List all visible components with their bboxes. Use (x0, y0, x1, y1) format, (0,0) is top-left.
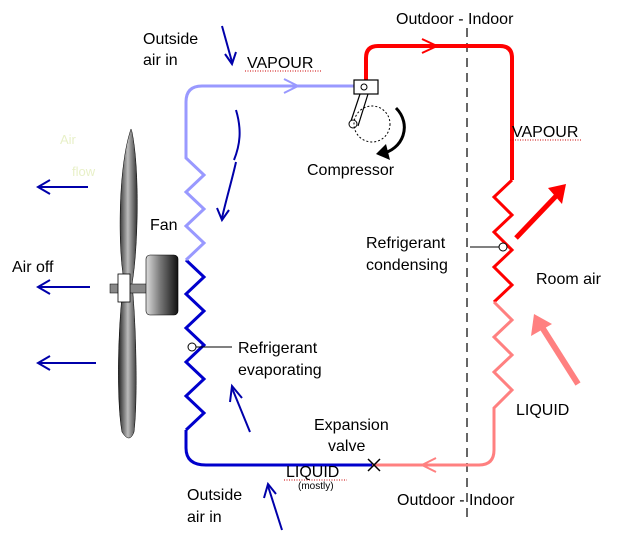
air-off-arrows (36, 179, 96, 371)
evaporator-coil-lower (183, 258, 207, 432)
refrigerant-condensing-label-1: Refrigerant (366, 235, 446, 252)
condenser-coil-upper (491, 178, 515, 304)
condensing-pointer (470, 242, 508, 252)
vapour-flow-arrow (283, 78, 301, 94)
outside-air-in-bottom-label-2: air in (187, 509, 222, 526)
outside-air-in-arrows (216, 25, 283, 531)
liquid-right-label: LIQUID (516, 402, 569, 419)
room-air-label: Room air (536, 271, 602, 288)
expansion-valve-icon (367, 458, 381, 472)
fan-icon (109, 128, 179, 439)
fan-label: Fan (150, 217, 178, 234)
expansion-valve-label-2: valve (328, 438, 365, 455)
refrigerant-condensing-label-2: condensing (366, 257, 448, 274)
condenser-coil-lower (372, 300, 515, 467)
outdoor-indoor-bottom-label: Outdoor - Indoor (397, 492, 515, 509)
outside-air-in-bottom-label-1: Outside (187, 487, 242, 504)
air-flow-faint-label-2: flow (72, 164, 96, 179)
evaporating-pointer (187, 342, 232, 352)
compressor-label: Compressor (307, 162, 395, 179)
outside-air-in-top-label-1: Outside (143, 31, 198, 48)
vapour-left-label: VAPOUR (247, 55, 313, 72)
expansion-valve-label-1: Expansion (314, 417, 389, 434)
vapour-right-label: VAPOUR (512, 124, 578, 141)
refrigerant-evaporating-label-2: evaporating (238, 362, 322, 379)
hot-vapour-pipe (364, 44, 514, 180)
air-flow-faint-label-1: Air (60, 132, 77, 147)
liquid-flow-arrow (419, 457, 437, 473)
room-air-warm-arrow (514, 184, 566, 240)
air-off-label: Air off (12, 259, 54, 276)
refrigerant-evaporating-label-1: Refrigerant (238, 340, 318, 357)
outside-air-in-top-label-2: air in (143, 52, 178, 69)
liquid-bottom-label: LIQUID (286, 464, 339, 481)
compressor-icon (348, 79, 406, 160)
cold-liquid-pipe (184, 430, 372, 467)
evaporator-coil-upper (183, 84, 354, 262)
room-air-in-arrow (531, 314, 581, 386)
hot-flow-arrow (421, 38, 440, 54)
outdoor-indoor-top-label: Outdoor - Indoor (396, 11, 514, 28)
liquid-bottom-note: (mostly) (298, 481, 334, 492)
